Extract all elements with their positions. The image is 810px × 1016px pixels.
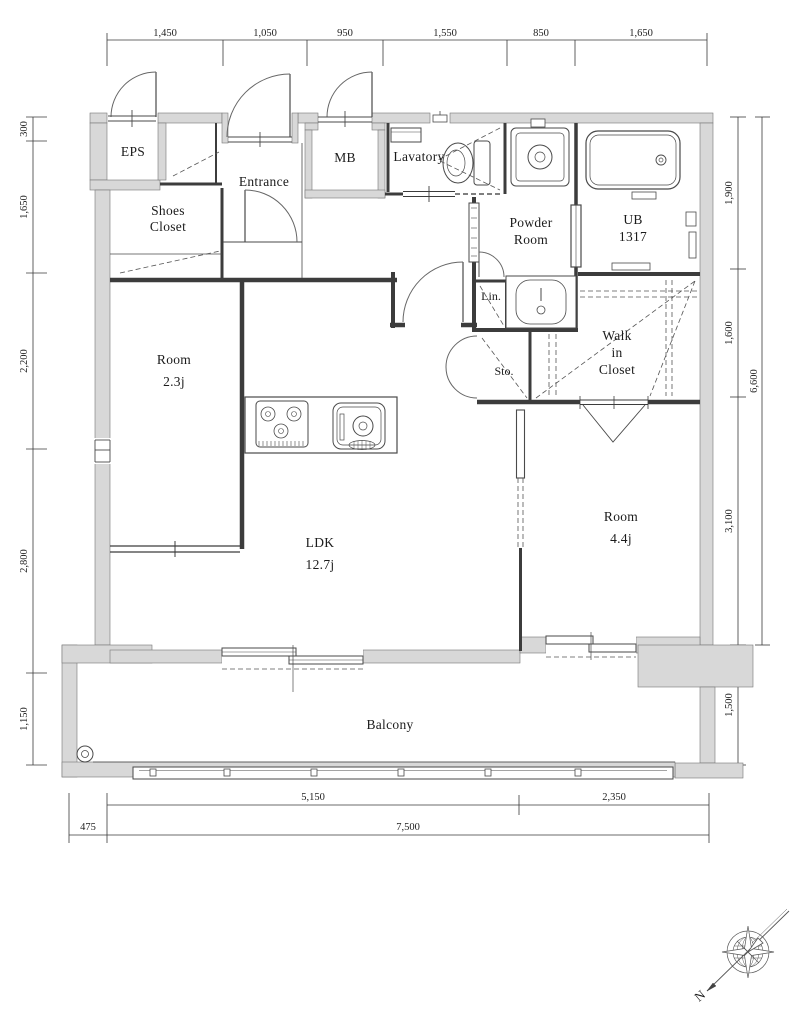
stove-icon bbox=[255, 400, 309, 448]
label-ub-1: UB bbox=[623, 212, 642, 227]
kitchen-counter bbox=[244, 396, 398, 454]
toilet-icon bbox=[437, 127, 501, 191]
dim-left-5: 1,150 bbox=[19, 707, 30, 731]
label-entrance: Entrance bbox=[239, 174, 289, 189]
dim-right-total: 6,600 bbox=[749, 369, 760, 393]
label-lavatory: Lavatory bbox=[393, 149, 444, 164]
lavatory-shelf-icon bbox=[390, 111, 448, 143]
room-labels: EPS Shoes Closet Entrance MB Lavatory Po… bbox=[121, 144, 647, 732]
label-ldk-1: LDK bbox=[306, 535, 335, 550]
label-powder-room-1: Powder bbox=[509, 215, 552, 230]
dim-left-1: 300 bbox=[19, 121, 30, 137]
label-room-main-2: 4.4j bbox=[610, 531, 632, 546]
label-powder-room-2: Room bbox=[514, 232, 548, 247]
bottom-dimension-ruler: 5,150 2,350 475 7,500 bbox=[68, 792, 710, 843]
interior-walls bbox=[110, 123, 700, 651]
ldk-balcony-sliding-door bbox=[221, 645, 364, 692]
dim-top-2: 1,050 bbox=[253, 28, 277, 39]
label-linen: Lin. bbox=[481, 289, 501, 303]
left-wall-window bbox=[94, 438, 111, 464]
washing-machine-icon bbox=[510, 118, 570, 187]
room-balcony-window bbox=[545, 632, 637, 660]
label-wic-2: in bbox=[611, 345, 622, 360]
dim-bottom-total: 7,500 bbox=[396, 822, 420, 833]
dim-right-3: 3,100 bbox=[724, 509, 735, 533]
top-dimension-ruler: 1,450 1,050 950 1,550 850 1,650 bbox=[106, 28, 708, 66]
dim-top-1: 1,450 bbox=[153, 28, 177, 39]
label-ub-2: 1317 bbox=[619, 229, 647, 244]
dim-right-2: 1,600 bbox=[724, 321, 735, 345]
dim-top-6: 1,650 bbox=[629, 28, 653, 39]
label-shoes-closet-2: Closet bbox=[150, 219, 186, 234]
dim-bottom-2: 2,350 bbox=[602, 792, 626, 803]
bathtub-icon bbox=[585, 130, 697, 271]
dim-bottom-1: 5,150 bbox=[301, 792, 325, 803]
label-balcony: Balcony bbox=[366, 717, 413, 732]
dim-top-3: 950 bbox=[337, 28, 353, 39]
label-wic-1: Walk bbox=[602, 328, 631, 343]
kitchen-sink-icon bbox=[332, 402, 386, 450]
dim-bottom-left: 475 bbox=[80, 822, 96, 833]
dim-top-4: 1,550 bbox=[433, 28, 457, 39]
dim-top-5: 850 bbox=[533, 28, 549, 39]
label-eps: EPS bbox=[121, 144, 145, 159]
vanity-sink-icon bbox=[505, 275, 577, 329]
closet-dashes bbox=[110, 151, 697, 399]
label-room-small-1: Room bbox=[157, 352, 191, 367]
dim-left-4: 2,800 bbox=[19, 549, 30, 573]
dim-left-3: 2,200 bbox=[19, 349, 30, 373]
doors bbox=[108, 71, 505, 399]
compass-north-label: N bbox=[691, 986, 708, 1004]
label-room-small-2: 2.3j bbox=[163, 374, 185, 389]
compass-rose: N bbox=[691, 908, 790, 1004]
balcony-details bbox=[76, 745, 675, 780]
label-ldk-2: 12.7j bbox=[306, 557, 335, 572]
label-room-main-1: Room bbox=[604, 509, 638, 524]
left-dimension-ruler: 300 1,650 2,200 2,800 1,150 bbox=[19, 116, 47, 766]
dim-left-2: 1,650 bbox=[19, 195, 30, 219]
dim-right-4: 1,500 bbox=[724, 693, 735, 717]
label-wic-3: Closet bbox=[599, 362, 635, 377]
label-shoes-closet-1: Shoes bbox=[151, 203, 185, 218]
label-storage: Sto. bbox=[494, 364, 513, 378]
label-mb: MB bbox=[334, 150, 356, 165]
dim-right-1: 1,900 bbox=[724, 181, 735, 205]
